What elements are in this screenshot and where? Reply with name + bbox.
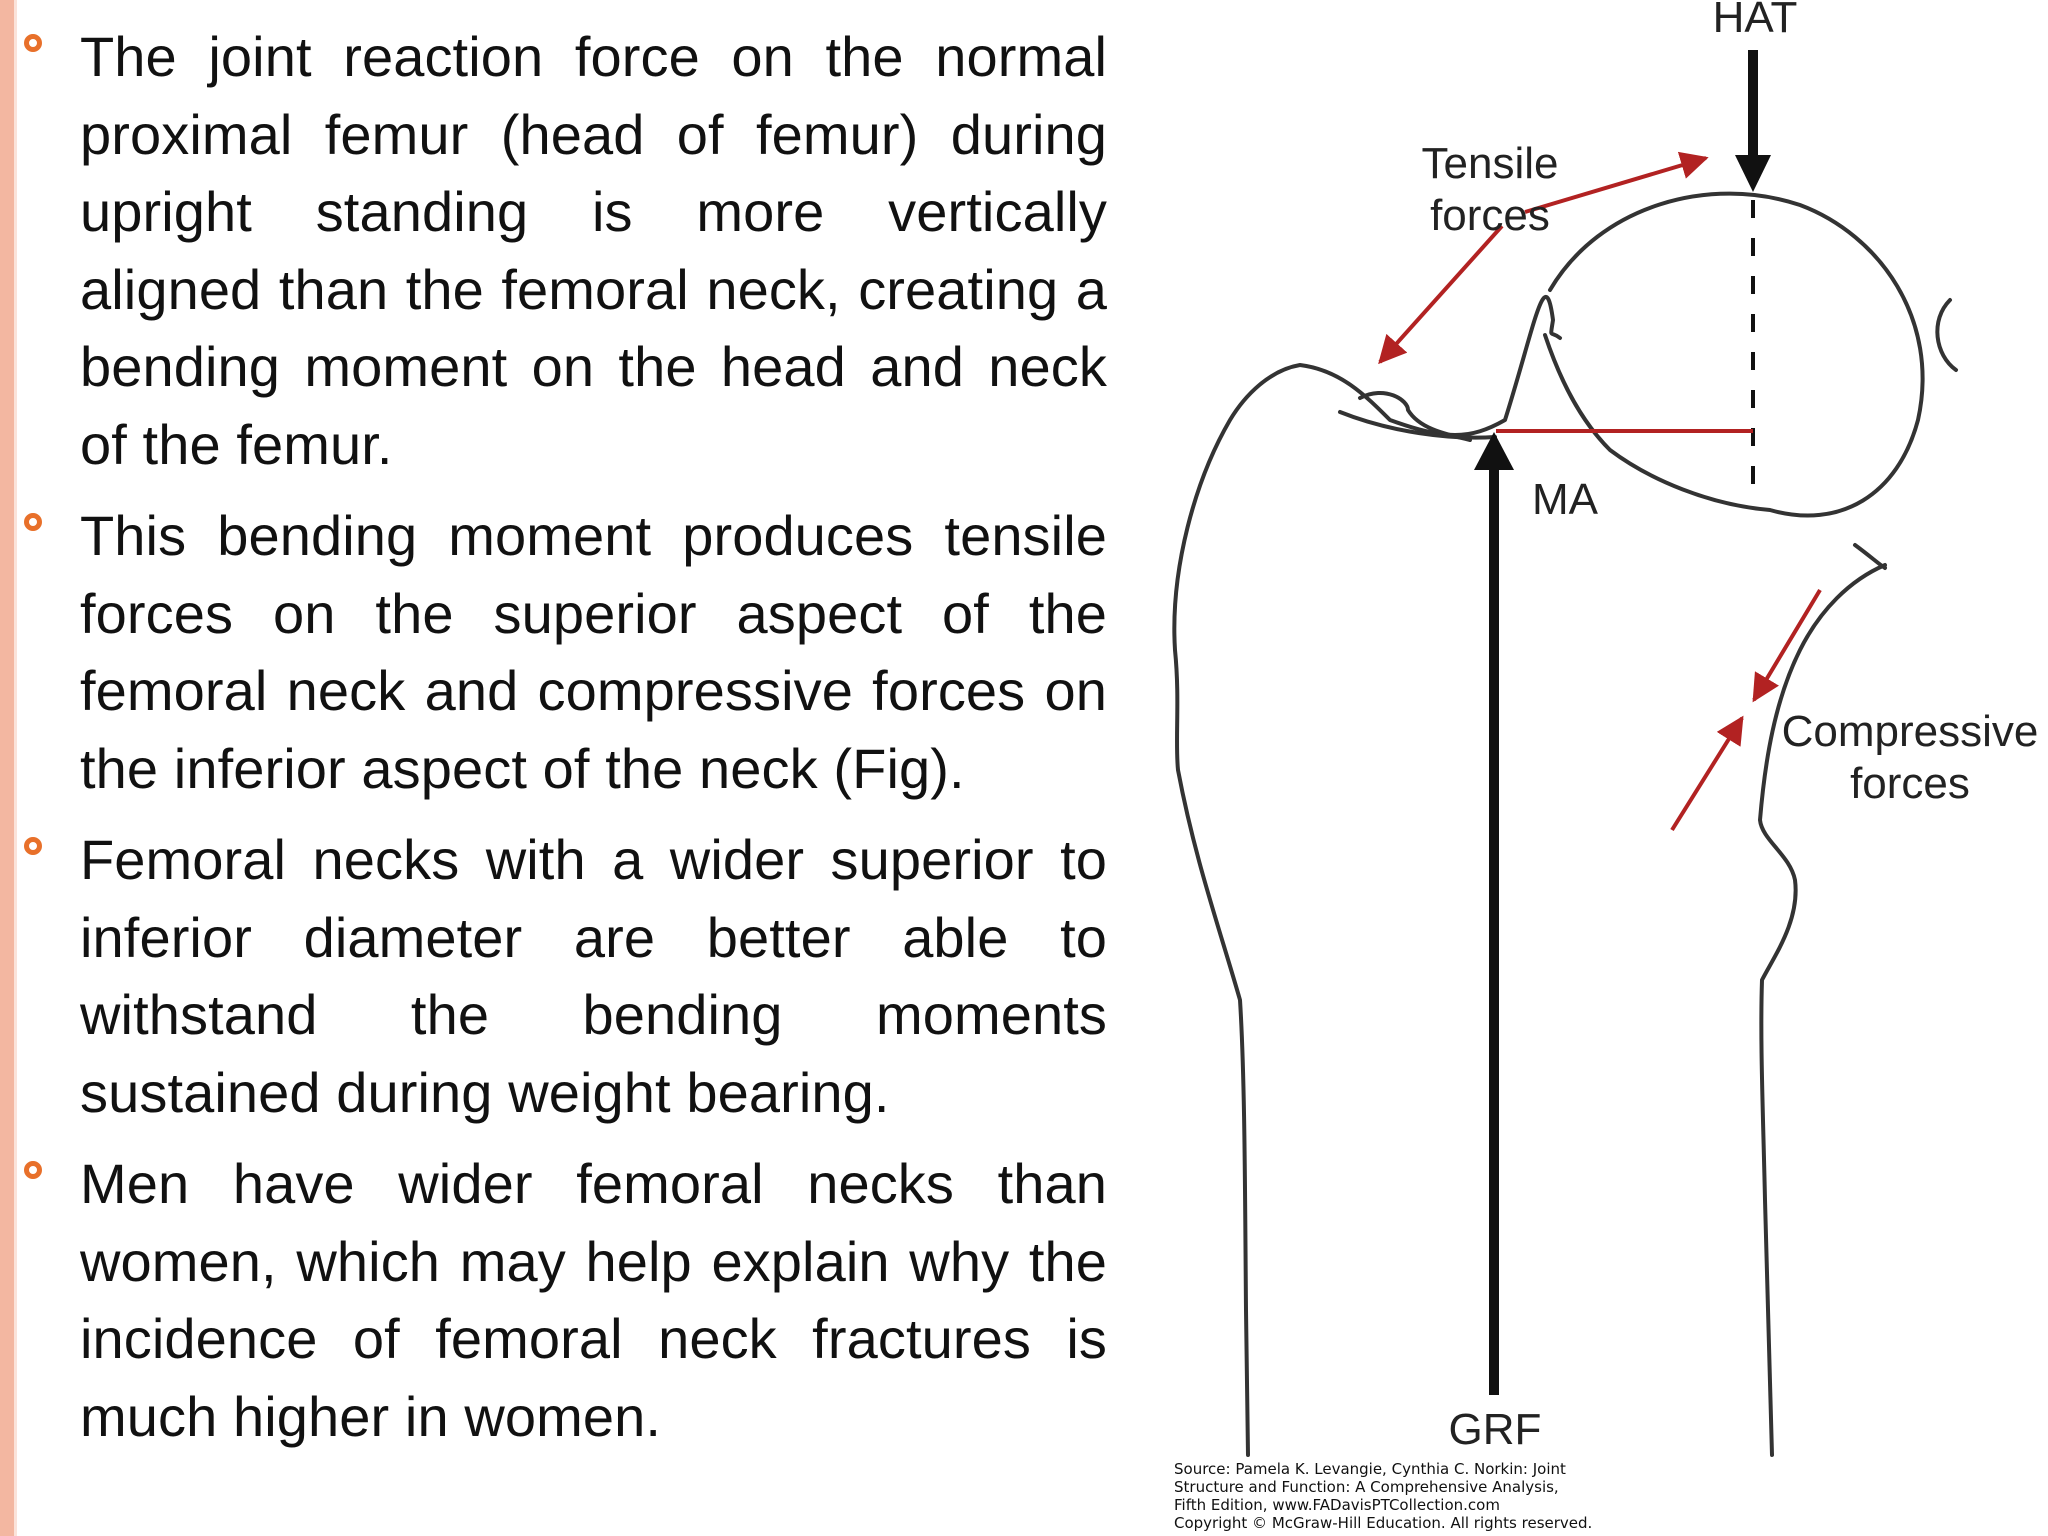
tensile-arrow-lower <box>1378 224 1504 365</box>
bullet-text: Femoral necks with a wider superior to i… <box>80 828 1107 1124</box>
hat-label: HAT <box>1712 0 1798 42</box>
source-line: Structure and Function: A Comprehensive … <box>1174 1478 1559 1496</box>
medial-cortex <box>1758 563 1887 1457</box>
compressive-arrow-upper <box>1752 588 1822 703</box>
femur-diagram <box>1172 50 1958 1457</box>
neck-inferior <box>1853 543 1887 570</box>
intertrochanteric-line <box>1338 410 1497 440</box>
compressive-arrow-lower <box>1670 715 1744 832</box>
tensile-label-line1: Tensile <box>1421 139 1559 188</box>
femur-outline <box>1172 191 1958 1457</box>
bullet-marker-icon <box>24 34 42 52</box>
source-citation: Source: Pamela K. Levangie, Cynthia C. N… <box>1174 1460 1644 1532</box>
accent-bar <box>0 0 17 1536</box>
bullet-marker-icon <box>24 513 42 531</box>
bullet-list: The joint reaction force on the normal p… <box>22 18 1107 1469</box>
tensile-label: Tensile forces <box>1400 138 1580 242</box>
fovea-notch <box>1935 298 1958 372</box>
source-line: Copyright © McGraw-Hill Education. All r… <box>1174 1514 1593 1532</box>
grf-label: GRF <box>1448 1405 1542 1454</box>
femur-figure: HAT Tensile forces MA Compressive forces… <box>1150 0 2048 1536</box>
grf-arrowhead-icon <box>1474 432 1514 470</box>
bullet-item: The joint reaction force on the normal p… <box>22 18 1107 483</box>
bullet-item: Femoral necks with a wider superior to i… <box>22 821 1107 1131</box>
bullet-marker-icon <box>24 837 42 855</box>
femoral-head <box>1543 191 1925 518</box>
ma-label: MA <box>1532 475 1598 524</box>
bullet-item: Men have wider femoral necks than women,… <box>22 1145 1107 1455</box>
bullet-item: This bending moment produces tensile for… <box>22 497 1107 807</box>
source-line: Source: Pamela K. Levangie, Cynthia C. N… <box>1174 1460 1566 1478</box>
bullet-text: This bending moment produces tensile for… <box>80 504 1107 800</box>
hat-arrowhead-icon <box>1735 155 1771 192</box>
tensile-arrow-upper <box>1524 151 1709 214</box>
compressive-label: Compressive forces <box>1765 706 2048 810</box>
source-line: Fifth Edition, www.FADavisPTCollection.c… <box>1174 1496 1500 1514</box>
bullet-text: Men have wider femoral necks than women,… <box>80 1152 1107 1448</box>
tensile-label-line2: forces <box>1430 191 1550 240</box>
bullet-text: The joint reaction force on the normal p… <box>80 25 1107 476</box>
lateral-cortex <box>1172 294 1562 1457</box>
bullet-marker-icon <box>24 1161 42 1179</box>
compressive-label-line2: forces <box>1850 759 1970 808</box>
compressive-label-line1: Compressive <box>1781 707 2039 756</box>
